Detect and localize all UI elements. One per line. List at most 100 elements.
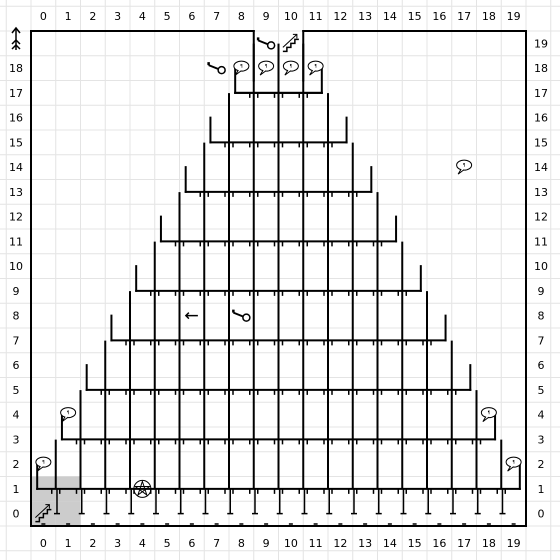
row-label: 9 xyxy=(538,285,545,298)
stairs-icon xyxy=(282,33,299,53)
dungeon-doors xyxy=(41,92,516,525)
column-label: 19 xyxy=(507,537,521,550)
row-label: 3 xyxy=(538,433,545,446)
column-label: 2 xyxy=(89,10,96,23)
column-label: 13 xyxy=(358,10,372,23)
row-label: 4 xyxy=(13,409,20,422)
bubble-tail xyxy=(284,69,292,76)
column-label: 13 xyxy=(358,537,372,550)
row-label: 5 xyxy=(538,384,545,397)
row-label: 3 xyxy=(13,433,20,446)
column-label: 6 xyxy=(188,10,195,23)
bubble-tail xyxy=(36,465,44,472)
speech-bubble-icon: ¶ xyxy=(60,407,77,423)
stairs-arrow xyxy=(35,504,50,518)
column-label: 18 xyxy=(482,10,496,23)
arrow-head xyxy=(184,312,190,320)
column-label: 0 xyxy=(40,10,47,23)
row-label: 1 xyxy=(13,483,20,496)
column-label: 1 xyxy=(65,10,72,23)
column-label: 1 xyxy=(65,537,72,550)
bubble-text: ¶ xyxy=(42,460,45,465)
column-label: 9 xyxy=(263,10,270,23)
column-label: 14 xyxy=(383,10,397,23)
column-label: 4 xyxy=(139,10,146,23)
row-label: 13 xyxy=(9,186,23,199)
pentagram-star xyxy=(133,479,152,497)
column-label: 19 xyxy=(507,10,521,23)
bubble-tail xyxy=(259,69,267,76)
speech-bubble-icon: ¶ xyxy=(456,159,473,175)
column-label: 10 xyxy=(284,10,298,23)
speech-bubble-icon: ¶ xyxy=(282,60,299,76)
key-icon xyxy=(232,309,251,322)
row-label: 19 xyxy=(534,37,548,50)
bubble-text: ¶ xyxy=(512,460,515,465)
row-label: 2 xyxy=(538,458,545,471)
row-label: 7 xyxy=(538,334,545,347)
row-label: 10 xyxy=(534,260,548,273)
bubble-tail xyxy=(507,465,514,472)
bubble-text: ¶ xyxy=(290,64,293,69)
row-label: 16 xyxy=(534,112,548,125)
column-label: 8 xyxy=(238,10,245,23)
key-bow xyxy=(217,65,226,75)
column-label: 5 xyxy=(164,537,171,550)
key-shaft xyxy=(233,311,244,318)
key-bow xyxy=(242,313,251,322)
key-bow xyxy=(266,41,276,50)
row-label: 12 xyxy=(9,211,23,224)
dungeon-walls xyxy=(30,30,527,527)
north-arrow-icon xyxy=(11,26,21,50)
column-label: 16 xyxy=(432,537,446,550)
row-label: 0 xyxy=(538,508,545,521)
column-label: 7 xyxy=(213,537,220,550)
row-label: 14 xyxy=(534,161,548,174)
row-label: 0 xyxy=(13,508,20,521)
row-label: 11 xyxy=(9,235,23,248)
speech-bubble-icon: ¶ xyxy=(480,407,497,423)
row-label: 10 xyxy=(9,260,23,273)
bubble-text: ¶ xyxy=(240,64,243,69)
axis-labels: 0011223344556677889910101111121213131414… xyxy=(9,10,548,550)
stairs-icon xyxy=(35,504,52,523)
stairs-steps xyxy=(282,38,299,53)
compass-fletch xyxy=(11,43,21,50)
column-label: 12 xyxy=(333,10,347,23)
column-label: 2 xyxy=(89,537,96,550)
row-label: 4 xyxy=(538,409,545,422)
row-label: 14 xyxy=(9,161,23,174)
column-label: 7 xyxy=(213,10,220,23)
stairs-steps xyxy=(35,508,52,523)
column-label: 15 xyxy=(408,537,422,550)
bubble-text: ¶ xyxy=(488,410,491,415)
column-label: 0 xyxy=(40,537,47,550)
row-label: 8 xyxy=(13,310,20,323)
column-label: 3 xyxy=(114,10,121,23)
column-label: 11 xyxy=(309,537,323,550)
speech-bubble-icon: ¶ xyxy=(233,60,250,76)
row-label: 18 xyxy=(534,62,548,75)
column-label: 5 xyxy=(164,10,171,23)
row-label: 1 xyxy=(538,483,545,496)
row-label: 5 xyxy=(13,384,20,397)
row-label: 15 xyxy=(9,136,23,149)
row-label: 8 xyxy=(538,310,545,323)
row-label: 18 xyxy=(9,62,23,75)
stairs-arrowhead xyxy=(292,33,298,39)
column-label: 17 xyxy=(457,10,471,23)
row-label: 11 xyxy=(534,235,548,248)
column-label: 15 xyxy=(408,10,422,23)
bubble-tail xyxy=(234,69,242,76)
arrow-marker-icon xyxy=(184,312,198,320)
bubble-text: ¶ xyxy=(265,64,268,69)
bubble-text: ¶ xyxy=(314,64,317,69)
bubble-text: ¶ xyxy=(67,410,70,415)
key-shaft xyxy=(257,39,269,46)
bubble-text: ¶ xyxy=(463,163,466,168)
bubble-tail xyxy=(309,69,316,76)
row-label: 7 xyxy=(13,334,20,347)
column-label: 6 xyxy=(188,537,195,550)
column-label: 3 xyxy=(114,537,121,550)
